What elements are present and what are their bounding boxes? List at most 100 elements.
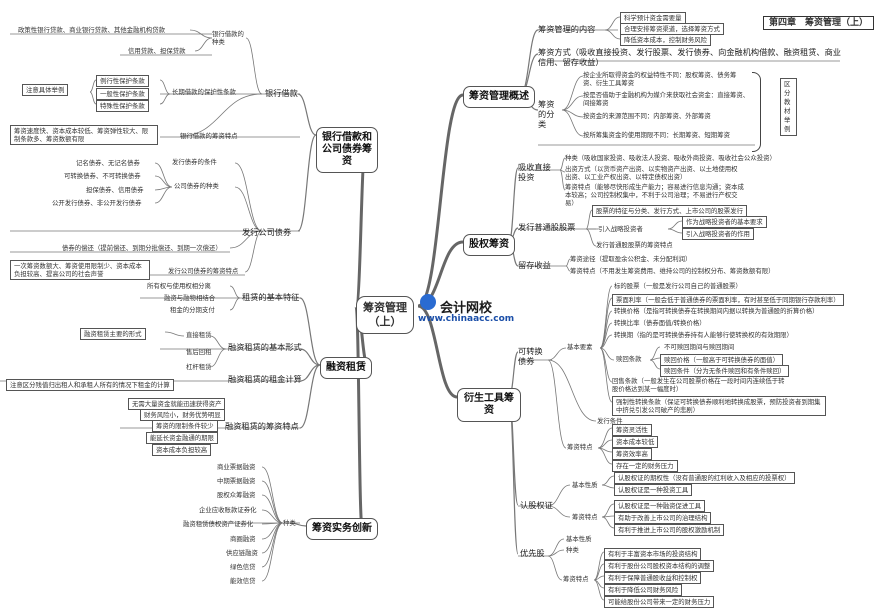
lease-fin-feature-item: 能延长资金融通的期限 <box>146 432 218 444</box>
protect-item: 例行性保护条款 <box>96 75 149 87</box>
overview-classify: 筹资的分类 <box>538 99 555 129</box>
conv-feature-item: 存在一定的财务压力 <box>612 460 678 472</box>
equity-stock: 发行普通股股票 <box>518 222 576 232</box>
element-item: 标的股票（一般是发行公司自己的普通股票） <box>614 282 742 290</box>
retained-item: 筹资特点（不用发生筹资费用、维持公司的控制权分布、筹资数额有限） <box>570 267 775 275</box>
edge <box>599 297 613 349</box>
edge <box>593 579 605 601</box>
watermark-url: www.chinaacc.com <box>418 314 515 324</box>
edge <box>89 79 97 93</box>
bond-kind-item: 公开发行债券、非公开发行债券 <box>52 199 142 207</box>
bond-cond: 发行债券的条件 <box>172 158 217 166</box>
edge <box>297 134 317 232</box>
element-item: 转换期（指的是可转换债券持有人能够行使转换权的有效期限） <box>614 331 793 339</box>
element-item: 转换比率（债券面值/转换价格） <box>614 319 706 327</box>
lease-forms-note: 融资租赁主要的形式 <box>80 328 146 340</box>
redeem-item: 赎回价格（一般高于可转换债券的面值） <box>660 354 784 366</box>
edge <box>559 169 566 191</box>
lease-fin-feature-head: 融资租赁的筹资特点 <box>225 421 299 431</box>
lease-forms-head: 融资租赁的基本形式 <box>228 342 302 352</box>
main-node-bank-debt[interactable]: 银行借款和公司债券筹资 <box>316 127 378 173</box>
main-node-bank-debt-label: 银行借款和公司债券筹资 <box>322 132 372 167</box>
edge <box>154 175 173 188</box>
edge <box>299 348 321 366</box>
equity-stock-feature: 发行普通股股票的筹资特点 <box>596 241 673 249</box>
edge <box>89 91 97 105</box>
warrant: 认股权证 <box>520 500 553 510</box>
basic-elements: 基本要素 <box>567 343 593 351</box>
main-node-equity[interactable]: 股权筹资 <box>463 234 515 256</box>
protect-item: 一般性保护条款 <box>96 88 149 100</box>
conv-feature-item: 资本成本较低 <box>612 436 659 448</box>
redeem-item: 不可赎回期间与赎回期间 <box>664 343 735 351</box>
lease-calc-note: 注意区分残值归出租人和承租人所有的情况下租金的计算 <box>6 379 174 391</box>
overview-content-item: 科学预计资金需要量 <box>620 12 686 24</box>
innovation-item: 股权众筹融资 <box>217 491 256 499</box>
bank-loan: 银行借款 <box>265 88 298 98</box>
edge <box>601 484 615 489</box>
edge <box>599 285 613 349</box>
warrant-basic-item: 认股权证的期权性（没有普通股的红利收入及相应的投票权） <box>614 472 795 484</box>
bank-kind-item: 政策性银行贷款、商业银行贷款、其他金融机构贷款 <box>18 26 165 34</box>
edge <box>667 220 683 230</box>
main-node-overview[interactable]: 筹资管理概述 <box>463 86 535 108</box>
innovation-item: 融资租赁债权资产证券化 <box>183 520 254 528</box>
main-node-lease[interactable]: 融资租赁 <box>320 357 372 379</box>
warrant-feature-item: 有利于推进上市公司的股权激励机制 <box>614 524 725 536</box>
edge <box>154 186 173 204</box>
pref-feature-item: 有利于丰富资本市场的投资结构 <box>604 548 702 560</box>
conv-feature-item: 筹资效率高 <box>612 448 652 460</box>
main-node-derivative[interactable]: 衍生工具筹资 <box>457 388 521 422</box>
warrant-feature: 筹资特点 <box>572 513 598 521</box>
lease-calc-head: 融资租赁的租金计算 <box>228 374 302 384</box>
overview-classify-item: 按资金的来源范围不同：内部筹资、外部筹资 <box>583 112 711 120</box>
innovation-item: 企业应收账款证券化 <box>199 506 257 514</box>
innovation-item: 能效信贷 <box>230 577 256 585</box>
overview-side-note: 区分教材举例 <box>780 78 797 136</box>
bank-feature-head: 银行借款的筹资特点 <box>180 132 238 140</box>
convertible: 可转换债券 <box>518 346 543 366</box>
main-node-innovation[interactable]: 筹资实务创新 <box>306 518 378 540</box>
lease-feature-item: 所有权与使用权相分离 <box>147 282 211 290</box>
warrant-basic-item: 认股权证是一种投资工具 <box>614 484 693 496</box>
edge <box>159 79 171 95</box>
strategic-item: 引入战略投资者的作用 <box>682 228 754 240</box>
equity-direct-item: 筹资特点（能够尽快形成生产能力；容易进行信息沟通；资本成本较高；公司控制权集中，… <box>565 183 744 207</box>
overview-classify-item: 按是否借助于金融机构为媒介来获取社会资金：直接筹资、间接筹资 <box>583 91 750 107</box>
edge <box>194 37 213 52</box>
edge <box>244 230 263 273</box>
edge <box>234 162 263 232</box>
edge <box>547 549 565 557</box>
edge <box>261 522 284 568</box>
center-topic-label: 筹资管理 （上） <box>363 301 407 328</box>
edge <box>585 209 593 230</box>
edge <box>604 16 621 31</box>
bond-kinds-head: 公司债券的种类 <box>174 182 219 190</box>
element-item: 票面利率（一般会低于普通债券的票面利率，有时甚至低于同期银行存款利率） <box>612 294 844 306</box>
pref-kind: 种类 <box>566 546 579 554</box>
center-topic[interactable]: 筹资管理 （上） <box>356 296 414 334</box>
protect-note: 注意具体举例 <box>22 84 69 96</box>
edge <box>599 334 613 349</box>
protect-item: 特殊性保护条款 <box>96 100 149 112</box>
edge <box>561 109 584 137</box>
retained-item: 筹资途径（提取盈余公积金、未分配利润） <box>570 255 692 263</box>
edge <box>229 297 241 311</box>
edge <box>601 475 615 486</box>
overview-content-item: 降低资本成本，控制财务风险 <box>620 34 712 46</box>
edge <box>154 162 173 188</box>
protect-head: 长期借款的保护性条款 <box>172 88 236 96</box>
bond-feature: 一次筹资数额大、筹资使用限制少、资本成本负担较高、提高公司的社会声誉 <box>10 260 150 280</box>
edge <box>547 555 563 581</box>
overview-brace <box>752 72 761 152</box>
pref-feature-item: 可能给股份公司带来一定的财务压力 <box>604 596 715 608</box>
edge <box>299 364 321 429</box>
branch-derivative <box>417 304 458 399</box>
lease-fin-feature-item: 资本成本负担较高 <box>152 444 212 456</box>
conv-feature: 筹资特点 <box>567 443 593 451</box>
edge <box>601 516 615 529</box>
edge <box>604 29 621 40</box>
bank-kinds-head: 银行借款的种类 <box>212 30 244 46</box>
edge <box>547 484 571 507</box>
